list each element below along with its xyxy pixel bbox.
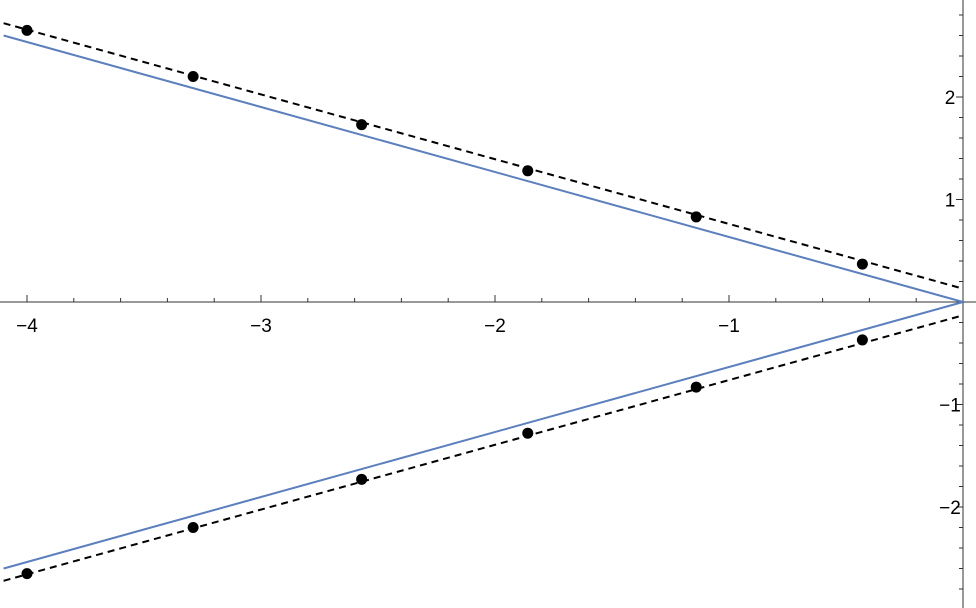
data-point [856,258,868,270]
data-point [690,381,702,393]
data-point [187,522,199,533]
tick-labels: −4 −3 −2 −1 2 1 −1 −2 [16,88,961,519]
data-point [356,473,368,485]
solid-series-line [3,301,964,570]
x-tick-label: −4 [16,316,38,337]
dashed-series-line [3,22,964,290]
x-tick-label: −3 [250,316,272,337]
data-point [21,24,33,36]
data-point [187,71,199,82]
solid-series-line [3,34,964,303]
y-tick-label: −1 [939,396,961,417]
y-tick-label: −2 [939,498,961,519]
data-point [522,165,534,177]
dashed-series-line [3,314,964,582]
data-point [690,211,702,223]
data-point [21,568,33,580]
x-tick-label: −2 [484,316,506,337]
y-tick-label: 1 [945,191,956,212]
y-tick-label: 2 [945,88,956,109]
data-point [356,119,368,131]
series-layer [3,22,964,582]
x-tick-label: −1 [718,316,740,337]
data-point [522,427,534,439]
data-point [856,334,868,346]
